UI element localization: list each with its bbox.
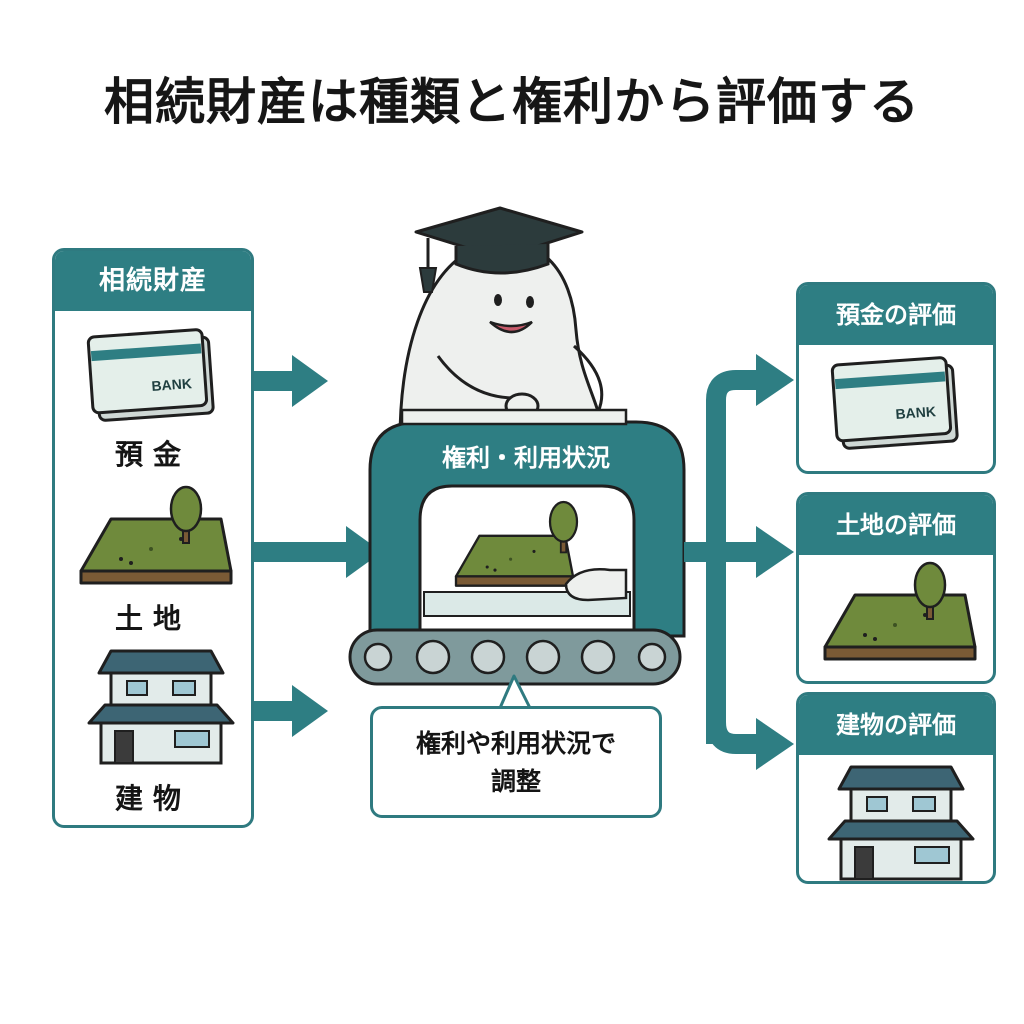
bank-card-icon: BANK [830, 355, 960, 451]
output-arrows [684, 354, 794, 770]
building-evaluation-panel: 建物の評価 [796, 692, 996, 884]
asset-label-land: 土地 [114, 602, 191, 635]
arrow-to-land-eval [756, 526, 794, 578]
land-evaluation-header: 土地の評価 [799, 495, 993, 555]
deposit-evaluation-header: 預金の評価 [799, 285, 993, 345]
inheritance-assets-panel: 相続財産 BANK 預金 土地 建物 [52, 248, 254, 828]
asset-label-building: 建物 [114, 782, 191, 815]
mascot-character [398, 206, 606, 442]
inheritance-assets-header: 相続財産 [55, 251, 251, 311]
building-evaluation-header: 建物の評価 [799, 695, 993, 755]
land-icon [823, 561, 977, 661]
arrow-land [254, 526, 382, 578]
speech-bubble: 権利や利用状況で 調整 [370, 706, 662, 818]
arrow-to-deposit-eval [756, 354, 794, 406]
speech-line-1: 権利や利用状況で [415, 729, 616, 758]
page-title: 相続財産は種類と権利から評価する [104, 73, 920, 131]
card-text: BANK [895, 403, 936, 422]
input-arrows [254, 355, 382, 737]
speech-line-2: 調整 [490, 767, 541, 796]
arrow-deposit [254, 355, 328, 407]
card-text: BANK [151, 375, 192, 394]
arrow-to-building-eval [756, 718, 794, 770]
bank-card-icon: BANK [86, 327, 216, 423]
deposit-evaluation-panel: 預金の評価 BANK [796, 282, 996, 474]
land-evaluation-panel: 土地の評価 [796, 492, 996, 684]
house-icon [827, 765, 975, 881]
machine-label: 権利・利用状況 [442, 444, 610, 472]
evaluation-machine [348, 408, 686, 710]
asset-label-deposit: 預金 [114, 438, 191, 471]
arrow-building [254, 685, 328, 737]
